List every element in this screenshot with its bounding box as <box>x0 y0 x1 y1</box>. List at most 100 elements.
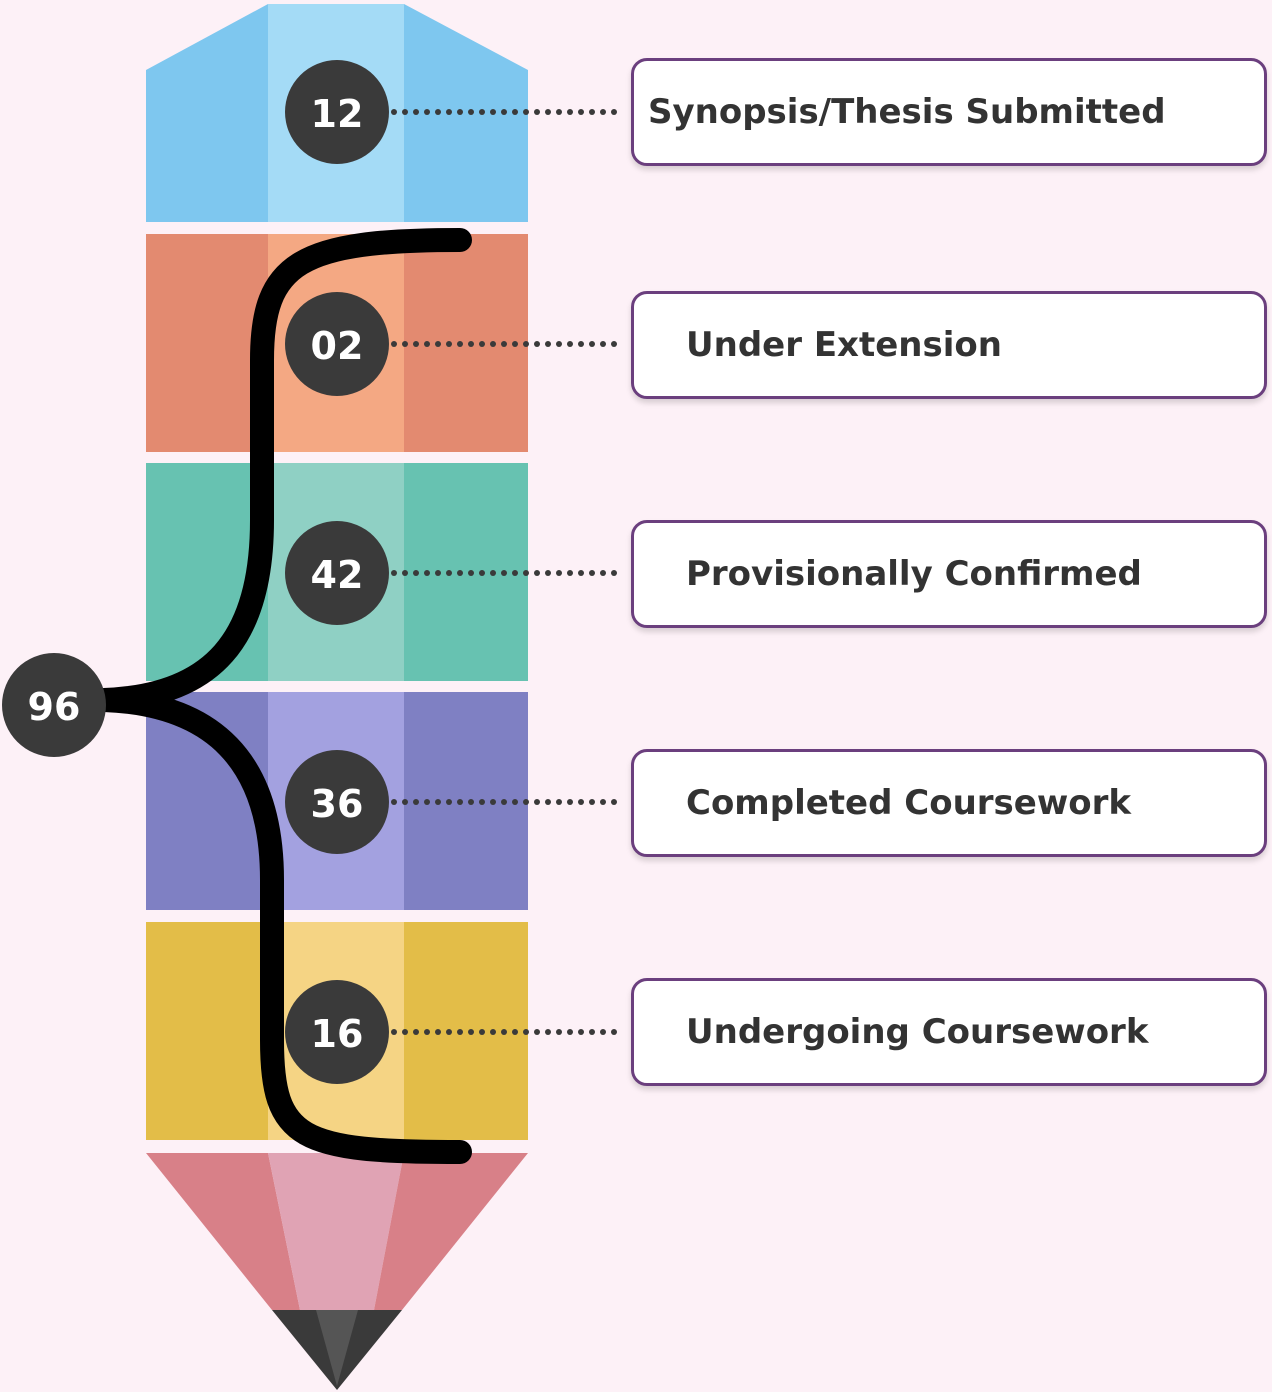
connector-dot <box>600 799 606 805</box>
connector-dot <box>424 799 430 805</box>
connector-dot <box>578 570 584 576</box>
value-bubble-2: 02 <box>285 292 389 396</box>
connector-dot <box>468 1029 474 1035</box>
connector-dot <box>391 570 397 576</box>
connector-dot <box>556 1029 562 1035</box>
connector-dot <box>402 1029 408 1035</box>
label-1: Synopsis/Thesis Submitted <box>648 92 1166 132</box>
connector-dot <box>490 109 496 115</box>
connector-dot <box>611 341 617 347</box>
label-box-2: Under Extension <box>631 291 1267 399</box>
connector-dot <box>523 799 529 805</box>
connector-dot <box>523 1029 529 1035</box>
connector-dot <box>534 570 540 576</box>
connector-dot <box>556 570 562 576</box>
connector-dot <box>490 570 496 576</box>
connector-dot <box>512 799 518 805</box>
connector-dot <box>523 109 529 115</box>
connector-dot <box>468 109 474 115</box>
connector-dot <box>479 341 485 347</box>
connector-dot <box>611 570 617 576</box>
label-box-3: Provisionally Confirmed <box>631 520 1267 628</box>
value-bubble-3: 42 <box>285 521 389 625</box>
connector-dot <box>611 799 617 805</box>
connector-dot <box>391 341 397 347</box>
connector-dot <box>501 109 507 115</box>
value-3: 42 <box>311 553 364 597</box>
connector-dot <box>413 1029 419 1035</box>
connector-dot <box>424 570 430 576</box>
connector-dot <box>600 109 606 115</box>
connector-dot <box>567 341 573 347</box>
segment-5-left <box>146 922 268 1140</box>
connector-dot <box>556 341 562 347</box>
label-2: Under Extension <box>686 325 1002 365</box>
label-box-4: Completed Coursework <box>631 749 1267 857</box>
tip-wood-mid <box>268 1153 404 1310</box>
connector-dot <box>589 570 595 576</box>
connector-dot <box>435 799 441 805</box>
connector-dot <box>545 799 551 805</box>
connector-dot <box>545 1029 551 1035</box>
segment-4-right <box>404 692 528 910</box>
connector-dot <box>457 570 463 576</box>
connector-dot <box>589 799 595 805</box>
connector-2 <box>391 341 617 347</box>
total-bubble: 96 <box>2 653 106 757</box>
label-5: Undergoing Coursework <box>686 1012 1149 1052</box>
connector-dot <box>457 799 463 805</box>
connector-dot <box>402 799 408 805</box>
total-value: 96 <box>28 685 81 729</box>
connector-dot <box>545 341 551 347</box>
connector-dot <box>523 570 529 576</box>
connector-dot <box>501 1029 507 1035</box>
connector-dot <box>523 341 529 347</box>
connector-dot <box>435 570 441 576</box>
connector-dot <box>391 799 397 805</box>
connector-dot <box>391 109 397 115</box>
connector-dot <box>534 341 540 347</box>
connector-dot <box>446 341 452 347</box>
label-3: Provisionally Confirmed <box>686 554 1142 594</box>
value-bubble-4: 36 <box>285 750 389 854</box>
connector-dot <box>512 570 518 576</box>
connector-dot <box>567 109 573 115</box>
connector-dot <box>435 1029 441 1035</box>
connector-dot <box>578 1029 584 1035</box>
value-2: 02 <box>311 324 364 368</box>
connector-dot <box>512 341 518 347</box>
segment-2-left <box>146 234 268 452</box>
connector-dot <box>600 570 606 576</box>
connector-dot <box>446 799 452 805</box>
tip-lead-highlight <box>316 1310 358 1386</box>
connector-dot <box>402 570 408 576</box>
value-4: 36 <box>311 782 364 826</box>
connector-dot <box>611 1029 617 1035</box>
connector-dot <box>600 341 606 347</box>
connector-dot <box>402 109 408 115</box>
connector-dot <box>424 341 430 347</box>
connector-dot <box>534 109 540 115</box>
connector-dot <box>556 109 562 115</box>
connector-dot <box>589 1029 595 1035</box>
connector-dot <box>446 109 452 115</box>
connector-dot <box>413 570 419 576</box>
connector-dot <box>391 1029 397 1035</box>
connector-dot <box>479 109 485 115</box>
connector-dot <box>479 799 485 805</box>
connector-4 <box>391 799 617 805</box>
label-box-1: Synopsis/Thesis Submitted <box>631 58 1267 166</box>
connector-dot <box>479 1029 485 1035</box>
connector-dot <box>501 570 507 576</box>
connector-dot <box>457 341 463 347</box>
connector-dot <box>490 341 496 347</box>
connector-dot <box>468 799 474 805</box>
segment-3-right <box>404 463 528 681</box>
value-bubble-5: 16 <box>285 980 389 1084</box>
connector-1 <box>391 109 617 115</box>
connector-dot <box>556 799 562 805</box>
connector-dot <box>490 1029 496 1035</box>
connector-dot <box>435 109 441 115</box>
connector-dot <box>435 341 441 347</box>
tip-wood-right <box>374 1153 528 1310</box>
